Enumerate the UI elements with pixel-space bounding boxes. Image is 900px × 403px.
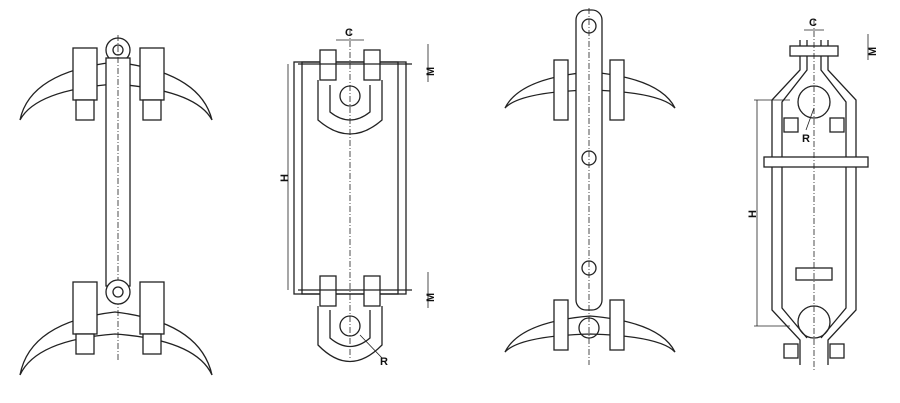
figure-3-suspension-clamp-single-plate [504,8,676,365]
dimension-r-label: R [802,133,810,145]
dimension-m-top-label: M [425,67,437,76]
dimension-r-label: R [380,356,388,368]
figure-4-extension-link: C M R H [747,17,879,370]
figure-2-yoke-with-shackles: C M H M R [279,27,437,368]
dimension-h-label: H [279,174,291,182]
upper-clamp [19,37,213,121]
dimension-c-label: C [809,17,817,29]
dimension-m-bottom-label: M [425,293,437,302]
dimension-h-label: H [747,210,759,218]
figure-1-suspension-clamp-double [19,35,213,376]
dimension-c-label: C [345,27,353,39]
dimension-m-label: M [867,47,879,56]
lower-clamp [19,279,213,376]
